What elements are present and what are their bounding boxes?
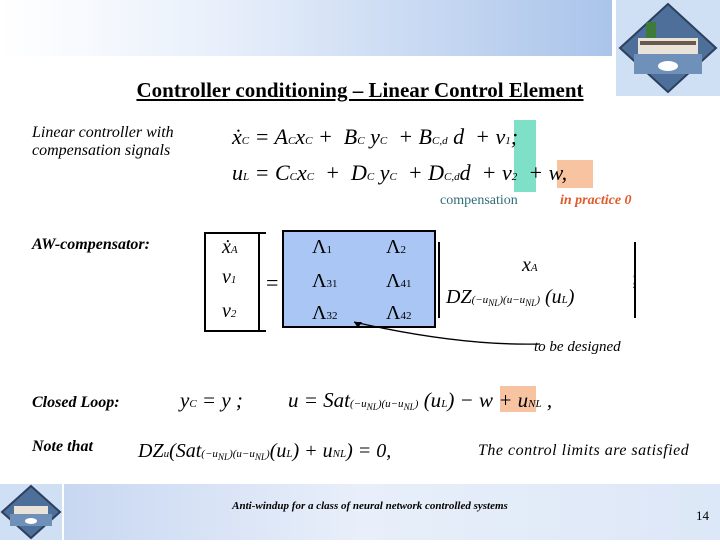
compensation-label: compensation: [440, 193, 518, 208]
controller-state-equation: ẋC = ACxC + BC yC + BC,d d + v1;: [232, 124, 519, 149]
right-vector-bracket: [438, 242, 636, 318]
page-number: 14: [696, 508, 709, 523]
left-vector-bracket-right: [244, 232, 260, 332]
to-be-designed-label: to be designed: [534, 339, 621, 355]
lambda-2: Λ2: [386, 236, 407, 258]
slide-title: Controller conditioning – Linear Control…: [136, 78, 584, 102]
control-limits-note: The control limits are satisfied: [478, 442, 690, 459]
footer-band: [64, 484, 720, 540]
lambda-41: Λ41: [386, 270, 412, 292]
deadzone-term: DZ(−uNL)(u−uNL) (uL): [446, 286, 575, 309]
vector-xa: xA: [522, 254, 538, 276]
controller-output-equation: uL = CCxC + DC yC + DC,dd + v2 + w,: [232, 160, 568, 185]
left-vector-bracket: [204, 232, 266, 332]
in-practice-label: in practice 0: [560, 193, 632, 208]
note-that-label: Note that: [32, 438, 93, 455]
equals-sign: =: [266, 270, 279, 295]
vector-v1: v1: [222, 266, 237, 288]
note-that-equation: DZu(Sat(−uNL)(u−uNL)(uL) + uNL) = 0,: [138, 440, 392, 463]
header-band: [0, 0, 612, 56]
linear-controller-label: Linear controller with compensation sign…: [32, 124, 174, 159]
lambda-1: Λ1: [312, 236, 333, 258]
vector-v2: v2: [222, 300, 237, 322]
to-be-designed-arrow: [353, 321, 541, 345]
closed-loop-w-highlight: [500, 386, 536, 412]
lambda-32: Λ32: [312, 302, 338, 324]
closed-loop-saturation: u = Sat(−uNL)(u−uNL) (uL) − w + uNL ,: [288, 388, 553, 413]
vector-xa-dot: ẋA: [222, 236, 238, 258]
footer-text: Anti-windup for a class of neural networ…: [232, 500, 508, 512]
lambda-matrix-bracket: [282, 230, 436, 328]
closed-loop-output: yC = y ;: [180, 388, 243, 412]
campus-photo-small: [0, 484, 62, 540]
lambda-42: Λ42: [386, 302, 412, 324]
aw-compensator-label: AW-compensator:: [32, 236, 150, 253]
closed-loop-label: Closed Loop:: [32, 394, 120, 411]
semicolon: ;: [632, 268, 638, 290]
w-highlight: [557, 160, 593, 188]
campus-photo: [616, 0, 720, 96]
lambda-matrix-block: [284, 230, 434, 328]
lambda-31: Λ31: [312, 270, 338, 292]
compensation-highlight: [514, 120, 536, 192]
